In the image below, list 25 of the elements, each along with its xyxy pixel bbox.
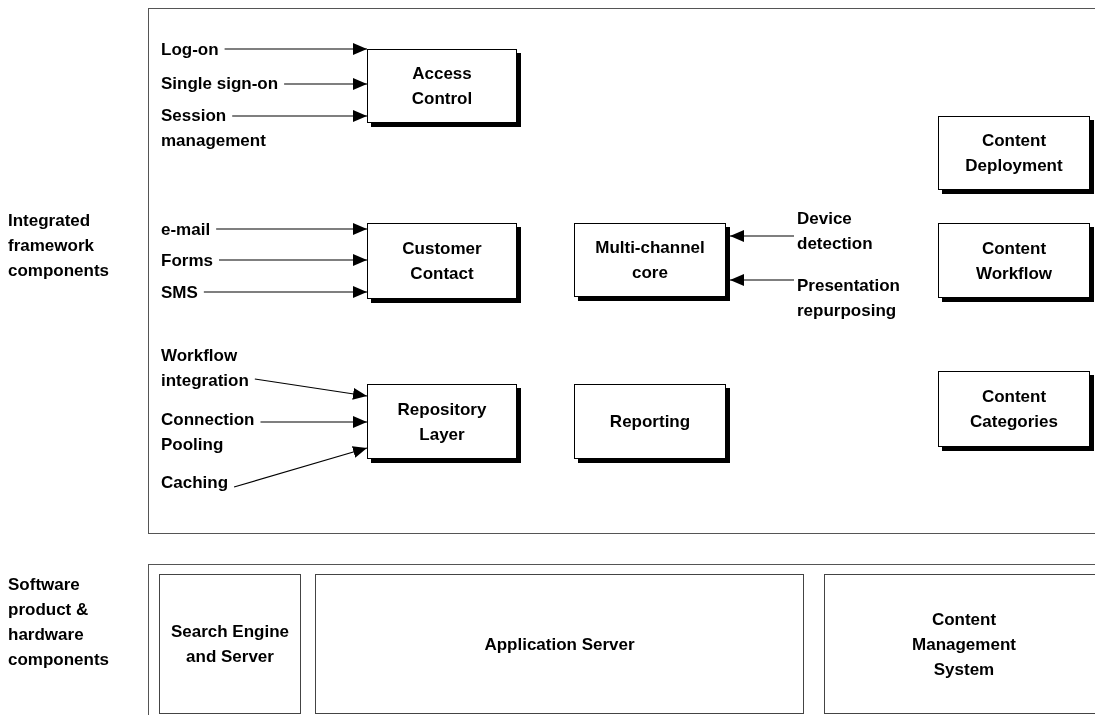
section-heading: Software product & hardware components bbox=[8, 574, 111, 671]
component-box: Application Server bbox=[315, 574, 804, 714]
arrow bbox=[283, 78, 368, 90]
arrow bbox=[259, 416, 368, 428]
arrow bbox=[231, 110, 368, 122]
input-label: Forms bbox=[161, 248, 213, 273]
section-heading: Integrated framework components bbox=[8, 210, 111, 282]
component-box: Content Management System bbox=[824, 574, 1095, 714]
arrow bbox=[203, 286, 368, 298]
input-label: Single sign-on bbox=[161, 71, 279, 96]
arrow bbox=[224, 43, 368, 55]
input-label: SMS bbox=[161, 280, 198, 305]
input-label: Caching bbox=[161, 470, 229, 495]
input-label: Presentation repurposing bbox=[797, 273, 932, 323]
arrow bbox=[215, 223, 368, 235]
input-label: Device detection bbox=[797, 206, 907, 256]
arrow bbox=[254, 378, 368, 400]
component-box: Search Engine and Server bbox=[159, 574, 301, 714]
arrow bbox=[218, 254, 368, 266]
input-label: e-mail bbox=[161, 217, 211, 242]
input-label: Connection Pooling bbox=[161, 407, 281, 457]
input-label: Workflow integration bbox=[161, 343, 281, 393]
input-label: Log-on bbox=[161, 37, 219, 62]
arrow bbox=[233, 446, 368, 488]
input-label: Session management bbox=[161, 103, 311, 153]
